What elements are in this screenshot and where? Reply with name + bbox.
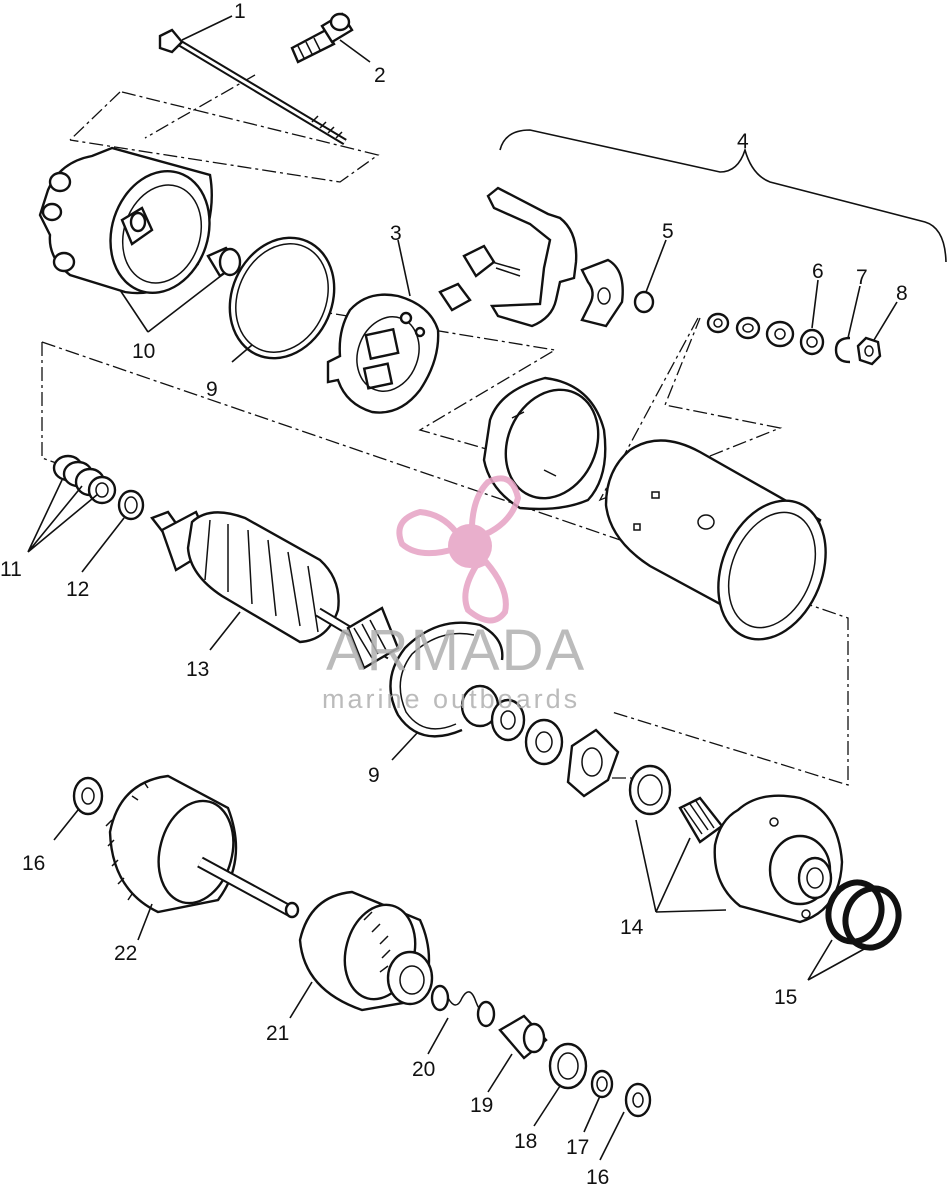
part-16-washer-lower — [624, 1082, 652, 1118]
callout-16-upper: 16 — [22, 852, 45, 875]
callout-11: 11 — [0, 558, 22, 581]
part-10-rear-housing — [38, 146, 213, 295]
callout-2: 2 — [374, 64, 386, 87]
watermark-brand: ARMADA — [326, 618, 586, 683]
part-15-orings — [825, 879, 902, 951]
part-18-bearing — [548, 1042, 588, 1090]
callout-4: 4 — [737, 130, 749, 153]
part-11-spring-stack — [52, 454, 117, 505]
brush-ring — [482, 376, 607, 511]
callout-12: 12 — [66, 578, 89, 601]
part-20-spring — [430, 984, 496, 1028]
part-21-clutch — [298, 890, 434, 1012]
part-10-bushing — [206, 246, 242, 278]
watermark: ARMADA marine outboards — [322, 475, 586, 714]
part-17-snap-ring — [590, 1069, 614, 1099]
part-14-front-housing — [713, 794, 844, 924]
lower-washer-stack — [460, 684, 620, 798]
callout-8: 8 — [896, 282, 908, 305]
part-14-bearing — [628, 764, 672, 816]
callout-14: 14 — [620, 916, 644, 939]
callout-labels: 1 2 3 4 5 6 7 8 9 10 11 12 13 9 16 14 15… — [0, 0, 908, 1186]
part-12-washer — [117, 489, 145, 521]
part-7-clip — [834, 336, 851, 364]
callout-20: 20 — [412, 1058, 435, 1081]
part-5-ring — [633, 290, 655, 314]
callout-18: 18 — [514, 1130, 537, 1153]
callout-13: 13 — [186, 658, 209, 681]
yoke-housing — [604, 439, 827, 641]
part-2-screw — [290, 12, 354, 64]
callout-1: 1 — [234, 0, 246, 23]
callout-21: 21 — [266, 1022, 289, 1045]
callout-9-upper: 9 — [206, 378, 218, 401]
callout-22: 22 — [114, 942, 137, 965]
callout-16-lower: 16 — [586, 1166, 609, 1186]
part-6-washers — [706, 312, 825, 356]
part-3-brush-plate — [326, 293, 440, 414]
part-4-brush-holder — [438, 186, 624, 328]
callout-9-lower: 9 — [368, 764, 380, 787]
part-1-through-bolt — [158, 28, 347, 146]
part-16-washer-upper — [72, 776, 104, 816]
watermark-tagline: marine outboards — [322, 684, 580, 714]
callout-19: 19 — [470, 1094, 493, 1117]
part-22-internal-gear — [105, 774, 300, 919]
callout-15: 15 — [774, 986, 797, 1009]
part-8-nut — [856, 336, 882, 366]
callout-17: 17 — [566, 1136, 589, 1159]
propeller-logo-icon — [396, 475, 522, 624]
callout-3: 3 — [390, 222, 402, 245]
part-19-sleeve — [498, 1014, 548, 1060]
part-13-armature — [150, 510, 400, 670]
callout-10: 10 — [132, 340, 155, 363]
leader-lines — [27, 15, 947, 1161]
callout-6: 6 — [812, 260, 824, 283]
part-14-needle-bearing — [678, 796, 724, 844]
callout-5: 5 — [662, 220, 674, 243]
part-9-oring-upper — [228, 236, 336, 360]
callout-7: 7 — [856, 266, 868, 289]
